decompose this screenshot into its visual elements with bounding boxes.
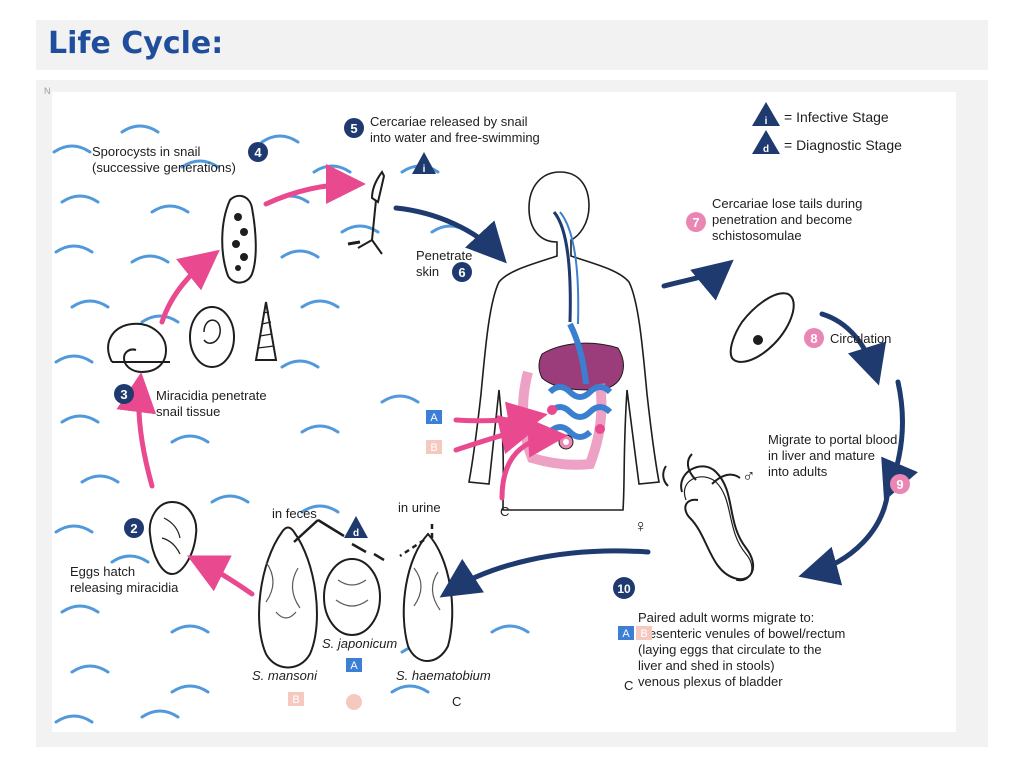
male-symbol: ♂ [742,466,756,486]
marker-a-eggs: A [350,660,358,672]
step-5-label-2: into water and free-swimming [370,130,540,145]
letter-markers: A B C A B C A B C [288,410,652,710]
title-bar: Life Cycle: [36,20,988,70]
step-10-label-3: (laying eggs that circulate to the [638,642,822,657]
life-cycle-diagram: ♂ ♀ i = Infective Stage [52,102,919,724]
s-mansoni-label: S. mansoni [252,668,318,683]
step-labels: Eggs hatch releasing miracidia Miracidia… [70,114,897,689]
egg-labels: in feces in urine S. mansoni S. japonicu… [252,500,491,683]
step-10-label-2: mesenteric venules of bowel/rectum [638,626,845,641]
marker-c-body: C [500,504,509,519]
diagnostic-stage-marker [344,516,368,538]
svg-text:d: d [763,144,769,155]
corner-mark: N [44,86,51,96]
step-9-badge: 9 [896,477,903,492]
step-6-label-1: Penetrate [416,248,472,263]
step-3-label-1: Miracidia penetrate [156,388,267,403]
life-cycle-figure: ♂ ♀ i = Infective Stage [52,92,956,732]
marker-a-body: A [430,412,438,424]
pink-arrows [116,164,568,597]
step-9-label-1: Migrate to portal blood [768,432,897,447]
step-10-label-5: venous plexus of bladder [638,674,783,689]
slide-title: Life Cycle: [48,26,224,61]
legend: i = Infective Stage d = Diagnostic Stage [752,102,902,155]
adult-worms-icon [662,453,760,586]
step-7-badge: 7 [692,215,699,230]
sporocyst-icon [221,194,257,284]
in-urine-label: in urine [398,500,441,515]
infective-stage-marker [412,152,436,174]
step-9-label-2: in liver and mature [768,448,875,463]
step-3-badge: 3 [120,387,127,402]
step-7-label-1: Cercariae lose tails during [712,196,862,211]
step-4-badge: 4 [254,145,262,160]
step-2-label-2: releasing miracidia [70,580,179,595]
step-7-label-2: penetration and become [712,212,852,227]
female-symbol: ♀ [634,516,648,536]
human-body [468,171,660,511]
in-feces-label: in feces [272,506,317,521]
step-8-badge: 8 [810,331,817,346]
step-2-badge: 2 [130,521,137,536]
marker-b-eggs: B [292,694,299,706]
legend-diagnostic: = Diagnostic Stage [784,137,902,153]
content-panel: N [36,80,988,747]
marker-b-body: B [430,442,437,454]
step-5-badge: 5 [350,121,357,136]
s-haematobium-label: S. haematobium [396,668,491,683]
step-4-label-1: Sporocysts in snail [92,144,200,159]
step-6-badge: 6 [458,265,465,280]
step-9-label-3: into adults [768,464,828,479]
step-10-label-4: liver and shed in stools) [638,658,775,673]
step-7-label-3: schistosomulae [712,228,802,243]
schistosomulum-icon [729,292,795,363]
miracidium-icon [148,500,198,576]
svg-text:i: i [765,116,768,127]
step-2-label-1: Eggs hatch [70,564,135,579]
svg-text:d: d [353,528,359,539]
step-8-label: Circulation [830,331,891,346]
diagnostic-stage-icon [752,130,780,154]
step-10-label-1: Paired adult worms migrate to: [638,610,814,625]
step-3-label-2: snail tissue [156,404,220,419]
step-badges: 2 3 4 5 6 7 8 9 10 [114,118,910,599]
egg-source-lines [293,518,434,562]
marker-c-eggs: C [452,694,461,709]
snail-icons [107,301,278,374]
marker-b-worms: B [640,628,647,640]
step-6-label-2: skin [416,264,439,279]
step-10-badge: 10 [617,582,631,596]
marker-c-worms: C [624,678,633,693]
marker-a-worms: A [622,628,630,640]
infective-stage-icon [752,102,780,126]
step-4-label-2: (successive generations) [92,160,236,175]
navy-arrows [393,205,919,598]
svg-text:i: i [423,164,426,175]
s-japonicum-label: S. japonicum [322,636,397,651]
step-5-label-1: Cercariae released by snail [370,114,528,129]
legend-infective: = Infective Stage [784,109,889,125]
cercaria-icon [347,170,386,255]
